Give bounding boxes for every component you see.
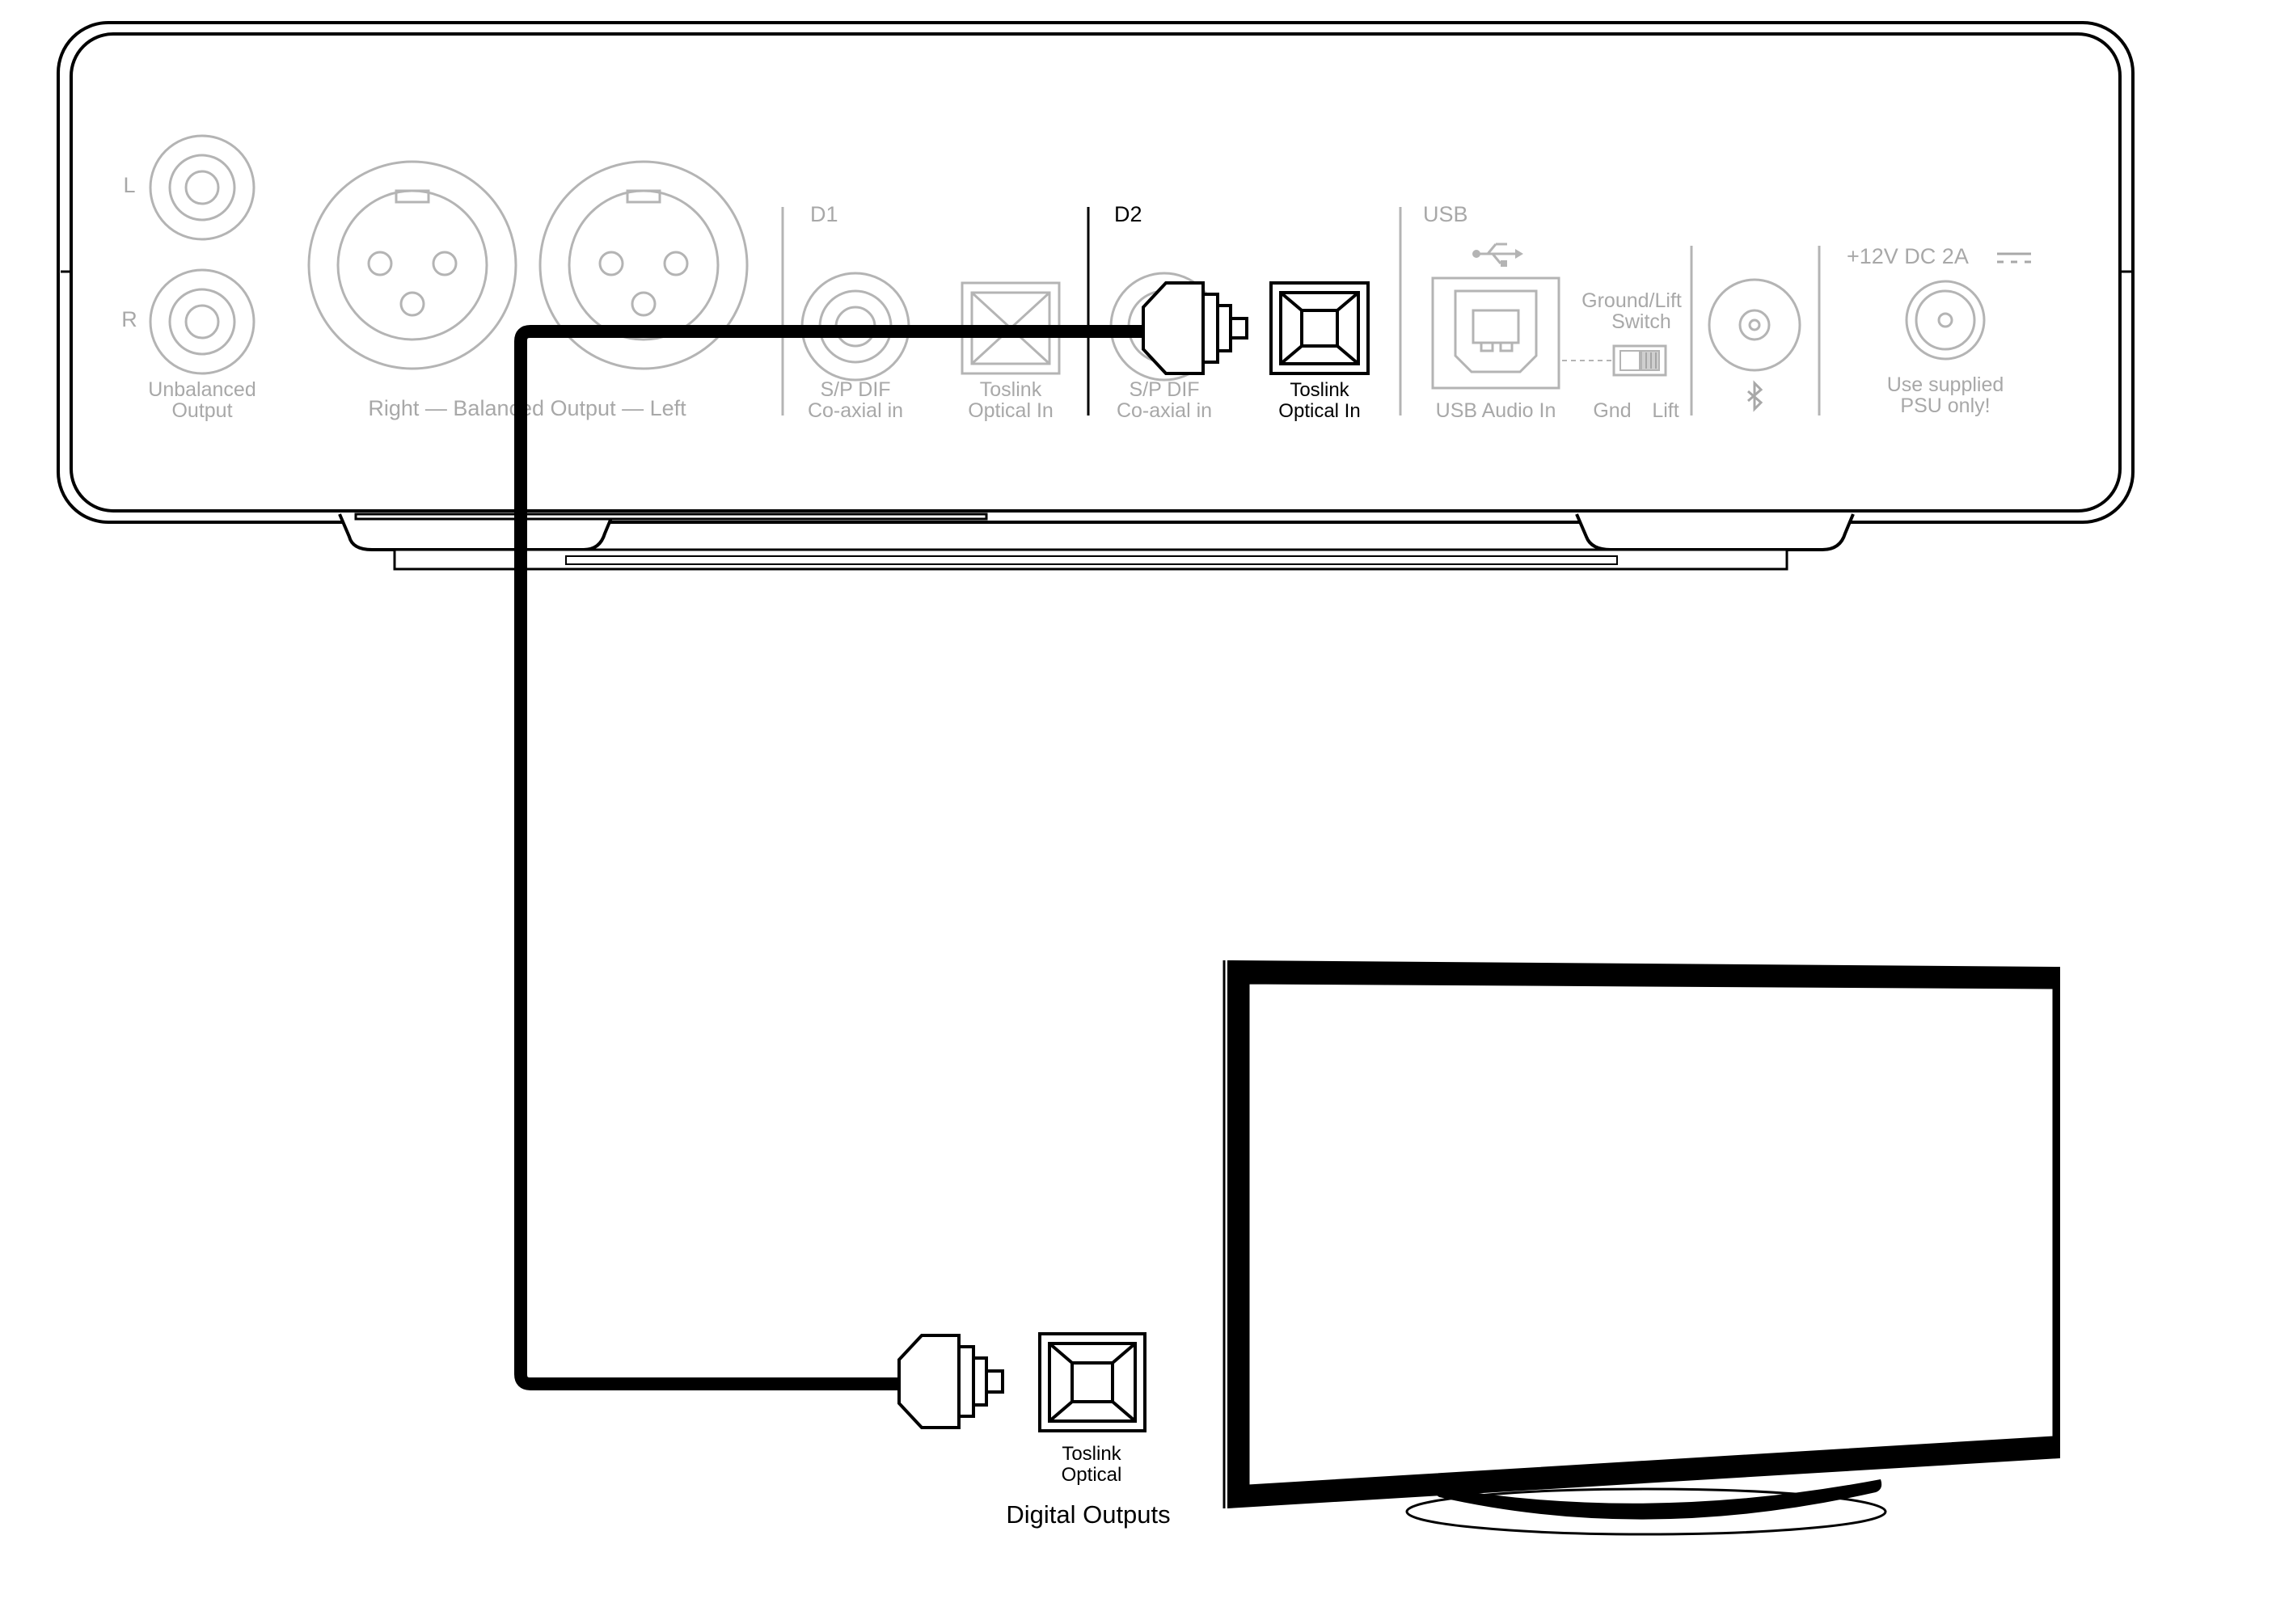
optical-cable: [514, 325, 1148, 1390]
d2-coaxial-line1: S/P DIF: [1129, 378, 1199, 401]
power-note-line1: Use supplied: [1887, 373, 2004, 396]
rca-label-line1: Unbalanced: [148, 378, 255, 401]
bluetooth-antenna-socket: [1708, 278, 1801, 412]
d2-toslink-port-icon: [1269, 281, 1370, 375]
power-note-line2: PSU only!: [1900, 394, 1990, 417]
gnd-label: Gnd: [1593, 399, 1631, 422]
d1-coaxial-line2: Co-axial in: [808, 399, 903, 422]
d1-heading: D1: [810, 202, 838, 226]
tv-icon: [1223, 960, 2060, 1536]
optical-plug-icon-tv: [897, 1334, 1004, 1429]
tv-digital-outputs: Toslink Optical Digital Outputs: [1006, 1332, 1171, 1529]
panel-dividers: [781, 207, 1821, 415]
balanced-output-label: Right — Balanced Output — Left: [368, 396, 686, 420]
rca-right-mark: R: [121, 307, 137, 331]
usb-icon: [1472, 243, 1523, 267]
switch-label-line1: Ground/Lift: [1581, 289, 1682, 312]
d2-toslink-line1: Toslink: [1290, 379, 1349, 401]
d2-coaxial-line2: Co-axial in: [1117, 399, 1212, 422]
tv-toslink-line1: Toslink: [1062, 1443, 1121, 1465]
usb-heading: USB: [1423, 202, 1468, 226]
d2-heading: D2: [1114, 202, 1142, 226]
digital-outputs-label: Digital Outputs: [1006, 1500, 1170, 1529]
unit-chassis: [57, 21, 2135, 571]
unbalanced-output: L R Unbalanced Output: [121, 134, 256, 422]
d1-toslink-line1: Toslink: [980, 378, 1042, 401]
dc-symbol-icon: [1997, 252, 2031, 264]
rca-left-mark: L: [123, 173, 135, 197]
usb-port-label: USB Audio In: [1436, 399, 1556, 422]
d1-toslink-line2: Optical In: [968, 399, 1054, 422]
lift-label: Lift: [1652, 399, 1679, 422]
ground-lift-switch: [1612, 344, 1667, 377]
power-heading: +12V DC 2A: [1847, 244, 1969, 268]
tv-toslink-line2: Optical: [1062, 1464, 1122, 1486]
usb-section: USB USB Audio In Ground/Lift Switch Gnd: [1423, 202, 1682, 422]
power-section: +12V DC 2A Use supplied PSU only!: [1847, 244, 2031, 417]
d1-coaxial-line1: S/P DIF: [820, 378, 890, 401]
tv-toslink-port-icon: [1038, 1332, 1146, 1432]
balanced-output: Right — Balanced Output — Left: [307, 160, 749, 420]
switch-label-line2: Switch: [1611, 310, 1671, 333]
rca-label-line2: Output: [171, 399, 232, 422]
bluetooth-icon: [1747, 380, 1763, 412]
optical-plug-icon-unit: [1142, 281, 1248, 375]
d2-toslink-line2: Optical In: [1278, 400, 1360, 422]
